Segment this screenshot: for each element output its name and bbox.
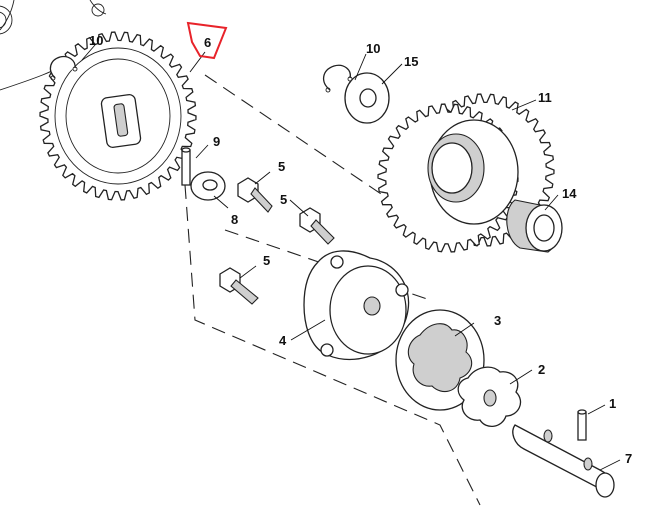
inner-rotor: [457, 366, 522, 427]
bolt-upper: [237, 177, 273, 213]
highlight-marker: [186, 21, 228, 60]
callout-11: 11: [538, 90, 552, 105]
callout-8: 8: [231, 212, 238, 227]
callout-3: 3: [494, 313, 501, 328]
callout-labels: 1 2 3 4 5 5 5 6 7 8 9 10 10 11 14 15: [89, 33, 632, 466]
callout-15: 15: [404, 54, 418, 69]
washer: [190, 171, 226, 201]
callout-10-left: 10: [89, 33, 103, 48]
snap-ring-right: [323, 64, 353, 93]
callout-5-lower: 5: [263, 253, 270, 268]
bolt-lower: [219, 267, 259, 305]
thrust-washer: [344, 72, 390, 124]
drive-pin: [577, 409, 587, 441]
bolt-middle: [299, 207, 335, 245]
drive-gear: [39, 31, 197, 201]
snap-ring-left: [49, 55, 78, 81]
callout-5-upper: 5: [278, 159, 285, 174]
callout-4: 4: [279, 333, 287, 348]
needle-bearing: [506, 199, 563, 253]
pump-cover: [303, 250, 410, 361]
housing-edge: [0, 0, 107, 91]
dowel-pin: [181, 147, 191, 186]
callout-7: 7: [625, 451, 632, 466]
callout-10-right: 10: [366, 41, 380, 56]
callout-2: 2: [538, 362, 545, 377]
callout-5-middle: 5: [280, 192, 287, 207]
callout-6: 6: [204, 35, 211, 50]
leader-lines: [81, 44, 621, 471]
callout-1: 1: [609, 396, 616, 411]
callout-9: 9: [213, 134, 220, 149]
callout-14: 14: [562, 186, 577, 201]
pump-shaft: [512, 424, 615, 498]
